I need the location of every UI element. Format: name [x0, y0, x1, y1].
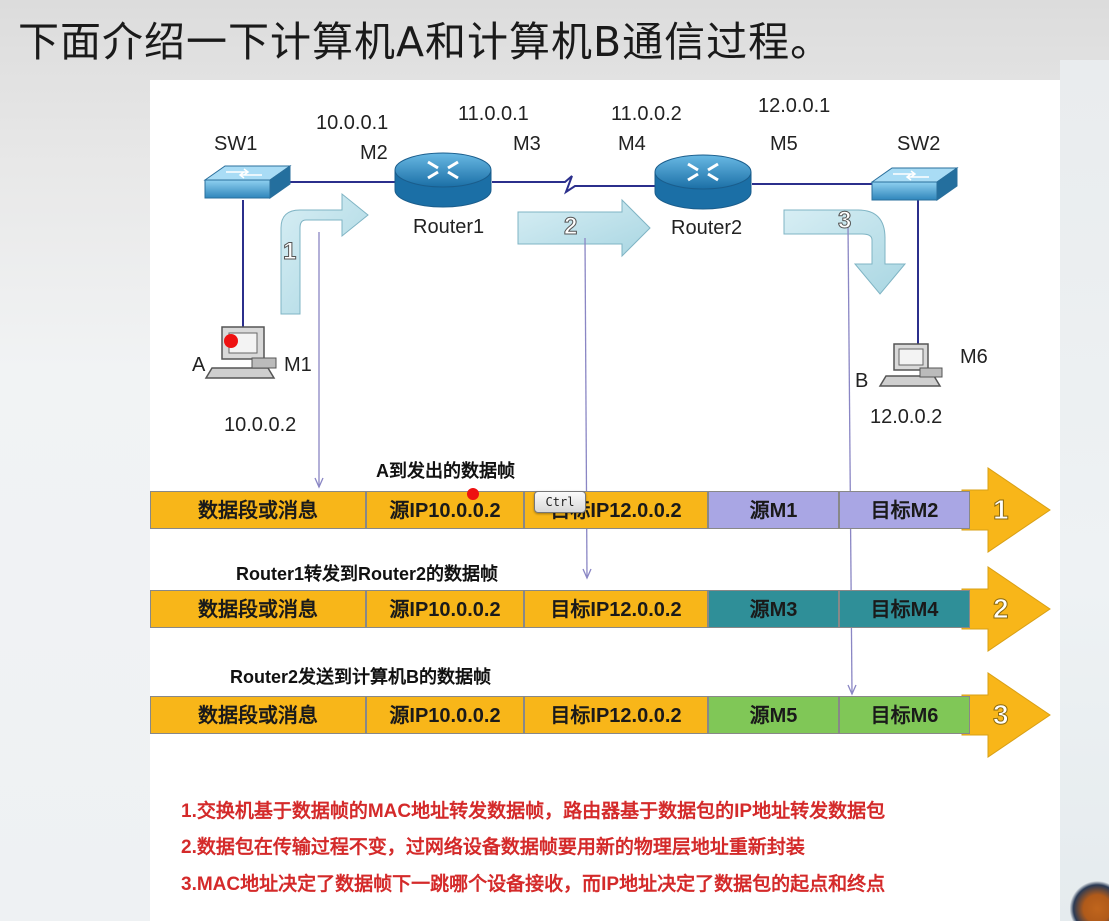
- link-sw2-b: [915, 198, 919, 346]
- computer-a-icon: [204, 326, 277, 379]
- router-router1: [394, 152, 492, 208]
- label-r1-lan-mac: M2: [360, 142, 388, 164]
- cursor-dot: [467, 488, 479, 500]
- label-r2-wan-ip: 11.0.0.2: [611, 103, 682, 125]
- label-sw2: SW2: [897, 133, 941, 155]
- link-r1-r2-serial: [492, 175, 655, 195]
- note-line-1: 1.交换机基于数据帧的MAC地址转发数据帧，路由器基于数据包的IP地址转发数据包: [181, 801, 886, 822]
- frame-arrow-3: [961, 672, 1051, 758]
- cell-data-segment: 数据段或消息: [150, 491, 366, 529]
- note-line-3: 3.MAC地址决定了数据帧下一跳哪个设备接收，而IP地址决定了数据包的起点和终点: [181, 874, 886, 895]
- label-host-b-mac: M6: [960, 346, 988, 368]
- label-r1-wan-ip: 11.0.0.1: [458, 103, 529, 125]
- frame-arrow-1: [961, 467, 1051, 553]
- frame-number-1: 1: [993, 494, 1010, 526]
- flow-arrow-2: [517, 198, 651, 258]
- label-r1-wan-mac: M3: [513, 133, 541, 155]
- router-router2: [654, 154, 752, 210]
- frame-number-2: 2: [993, 593, 1010, 625]
- label-sw1: SW1: [214, 133, 258, 155]
- cell-dest-mac: 目标M6: [839, 696, 970, 734]
- frame-caption-1: A到发出的数据帧: [376, 461, 515, 481]
- frame-arrow-2: [961, 566, 1051, 652]
- switch-sw1: [203, 165, 292, 199]
- cell-data-segment: 数据段或消息: [150, 590, 366, 628]
- frame-row-1: 数据段或消息 源IP10.0.0.2 目标IP12.0.0.2 源M1 目标M2: [150, 491, 970, 531]
- label-router1: Router1: [413, 216, 485, 238]
- cell-dest-ip: 目标IP12.0.0.2: [524, 696, 708, 734]
- corner-decoration: [1070, 880, 1109, 921]
- label-r1-lan-ip: 10.0.0.1: [316, 112, 389, 134]
- label-r2-wan-mac: M4: [618, 133, 646, 155]
- frame-caption-3: Router2发送到计算机B的数据帧: [230, 667, 492, 687]
- cell-data-segment: 数据段或消息: [150, 696, 366, 734]
- cell-dest-mac: 目标M4: [839, 590, 970, 628]
- frame-caption-2: Router1转发到Router2的数据帧: [236, 564, 499, 584]
- cell-source-mac: 源M1: [708, 491, 839, 529]
- step-number-2: 2: [563, 213, 578, 241]
- cell-dest-ip: 目标IP12.0.0.2: [524, 590, 708, 628]
- frame-number-3: 3: [993, 699, 1010, 731]
- cell-source-mac: 源M5: [708, 696, 839, 734]
- note-line-2: 2.数据包在传输过程不变，过网络设备数据帧要用新的物理层地址重新封装: [181, 837, 805, 858]
- label-r2-lan-mac: M5: [770, 133, 798, 155]
- step-number-3: 3: [837, 207, 852, 235]
- slide-side-decoration: [1060, 60, 1109, 921]
- label-host-b-ip: 12.0.0.2: [870, 406, 943, 428]
- label-r2-lan-ip: 12.0.0.1: [758, 95, 831, 117]
- flow-arrow-1: [280, 192, 369, 315]
- cell-dest-mac: 目标M2: [839, 491, 970, 529]
- frame-row-3: 数据段或消息 源IP10.0.0.2 目标IP12.0.0.2 源M5 目标M6: [150, 696, 970, 736]
- label-host-a-ip: 10.0.0.2: [224, 414, 297, 436]
- frame-row-2: 数据段或消息 源IP10.0.0.2 目标IP12.0.0.2 源M3 目标M4: [150, 590, 970, 630]
- cursor-indicator: [224, 334, 238, 348]
- flow-arrow-3: [783, 209, 907, 295]
- label-host-b: B: [855, 370, 869, 392]
- switch-sw2: [870, 167, 959, 201]
- page-title: 下面介绍一下计算机A和计算机B通信过程。: [18, 18, 833, 66]
- cell-source-ip: 源IP10.0.0.2: [366, 590, 524, 628]
- label-router2: Router2: [671, 217, 743, 239]
- label-host-a-mac: M1: [284, 354, 312, 376]
- label-host-a: A: [192, 354, 206, 376]
- ctrl-key-badge: Ctrl: [534, 491, 586, 513]
- cell-source-mac: 源M3: [708, 590, 839, 628]
- cell-source-ip: 源IP10.0.0.2: [366, 696, 524, 734]
- cell-source-ip: 源IP10.0.0.2: [366, 491, 524, 529]
- step-number-1: 1: [282, 238, 297, 266]
- computer-b-icon: [878, 343, 943, 387]
